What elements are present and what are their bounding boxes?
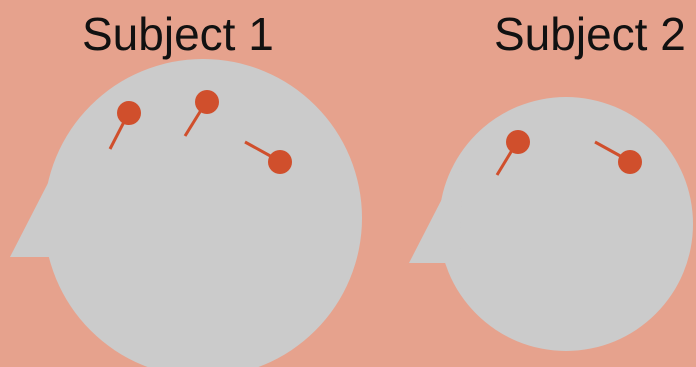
subject-1-electrodes [108, 90, 292, 174]
subject-1-nose [10, 150, 65, 257]
electrode-lead [594, 140, 625, 160]
subject-1-electrode-1 [108, 101, 141, 150]
subject-1-head [10, 59, 362, 367]
subject-2-label: Subject 2 [494, 8, 686, 60]
electrode-dot [618, 150, 642, 174]
subject-2-electrode-2 [594, 140, 642, 174]
subject-2-electrodes [495, 130, 642, 176]
subject-2-electrode-1 [495, 130, 530, 176]
subject-1-electrode-2 [183, 90, 219, 137]
subject-2-nose [409, 160, 462, 263]
subject-1-head-circle [44, 59, 362, 367]
subject-2-head [409, 97, 693, 351]
electrode-dot [117, 101, 141, 125]
subject-2-head-circle [439, 97, 693, 351]
subject-1-label: Subject 1 [82, 8, 274, 60]
electrode-dot [195, 90, 219, 114]
electrode-lead [183, 106, 205, 137]
electrode-lead [244, 140, 275, 160]
electrode-dot [268, 150, 292, 174]
subject-1-electrode-3 [244, 140, 292, 174]
electrode-dot [506, 130, 530, 154]
